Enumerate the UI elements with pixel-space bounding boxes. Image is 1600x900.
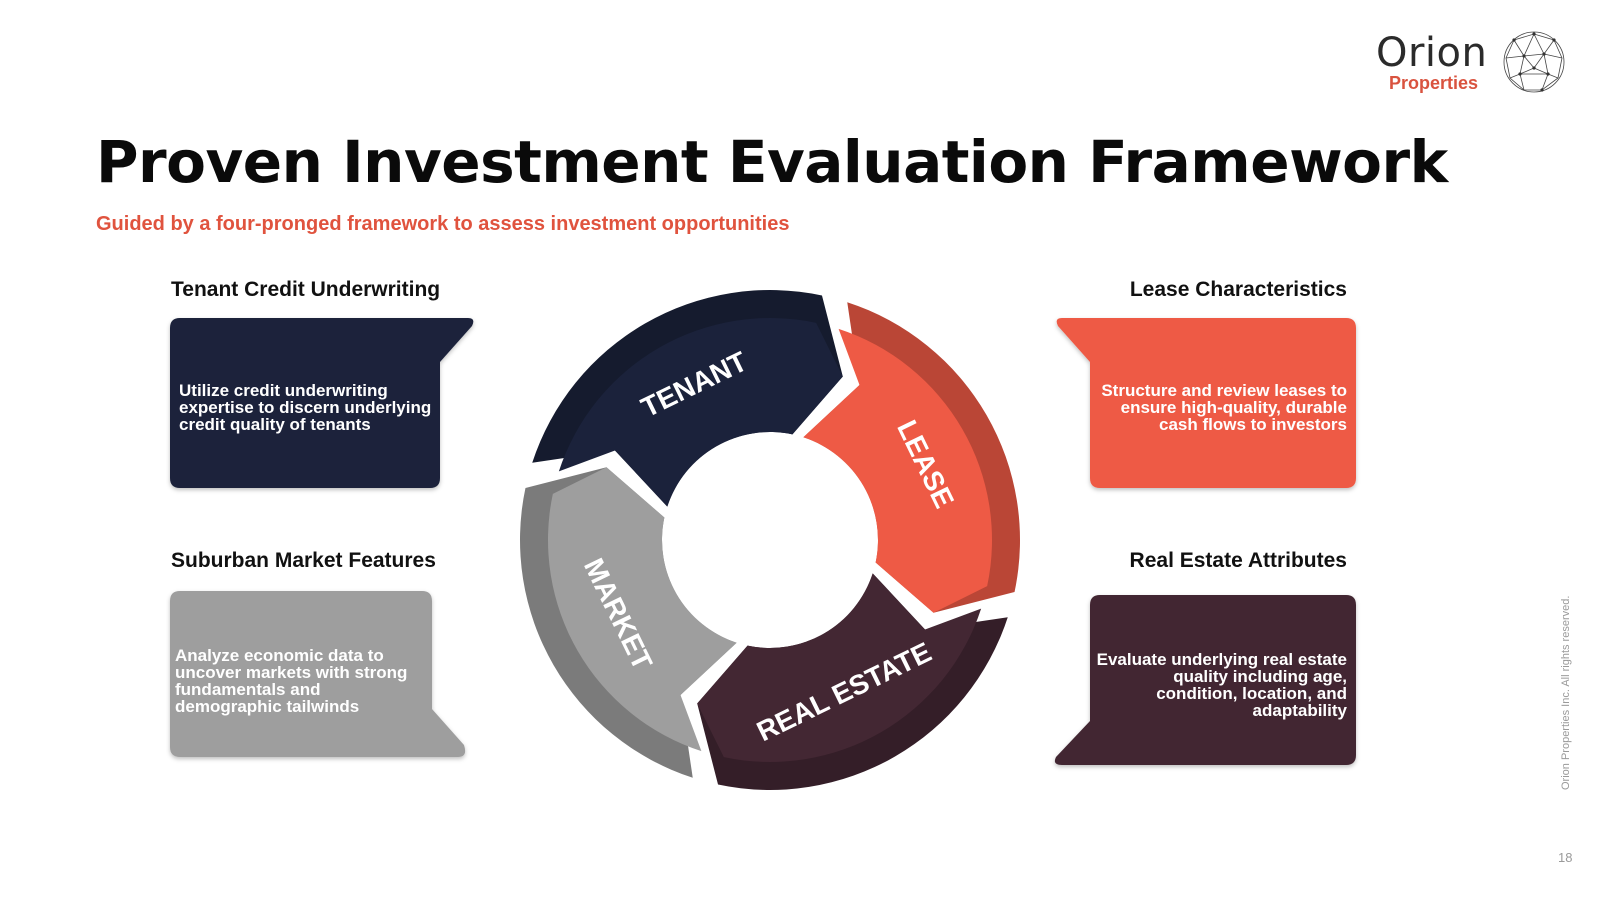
logo-subtitle: Properties bbox=[1389, 73, 1479, 93]
logo-wordmark: Orion bbox=[1376, 30, 1488, 76]
real-estate-heading: Real Estate Attributes bbox=[1129, 549, 1347, 572]
page-number: 18 bbox=[1558, 850, 1573, 865]
lease-heading: Lease Characteristics bbox=[1129, 278, 1347, 301]
real-estate-card bbox=[1054, 595, 1356, 765]
copyright-notice: Orion Properties Inc. All rights reserve… bbox=[1560, 595, 1572, 790]
tenant-heading: Tenant Credit Underwriting bbox=[171, 278, 441, 301]
segment-tenant bbox=[558, 318, 843, 507]
market-heading: Suburban Market Features bbox=[171, 549, 436, 572]
geodesic-sphere-icon bbox=[1503, 31, 1565, 93]
page-title: Proven Investment Evaluation Framework bbox=[96, 128, 1448, 196]
tenant-card bbox=[170, 318, 474, 488]
segment-lease bbox=[803, 328, 992, 613]
market-card bbox=[170, 591, 466, 757]
segment-real-estate bbox=[697, 573, 982, 762]
lease-card bbox=[1056, 318, 1356, 488]
segment-market bbox=[548, 467, 737, 752]
page-subtitle: Guided by a four-pronged framework to as… bbox=[96, 213, 790, 235]
